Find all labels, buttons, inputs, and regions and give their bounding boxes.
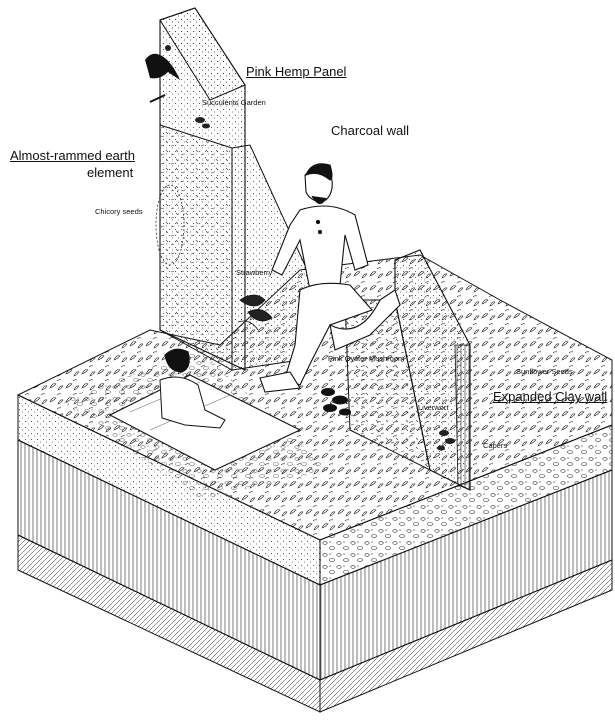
label-almost-rammed-earth-2: element	[87, 165, 133, 180]
label-sunflower-seeds: Sunflower Seeds	[516, 367, 573, 376]
label-succulents-garden: Succulents Garden	[202, 98, 266, 107]
label-charcoal-wall: Charcoal wall	[331, 123, 409, 138]
label-pink-hemp-panel: Pink Hemp Panel	[246, 64, 346, 79]
label-capers: Capers	[483, 441, 507, 450]
liverwort-strip	[455, 345, 470, 490]
label-pink-oyster-mushroom: Pink Oyster Mushroom	[328, 354, 404, 363]
label-strawberry: Strawberry	[236, 268, 272, 277]
label-expanded-clay-wall: Expanded Clay wall	[493, 389, 607, 404]
label-almost-rammed-earth-1: Almost-rammed earth	[10, 148, 135, 163]
label-liverwort: Liverwort	[418, 403, 448, 412]
almost-rammed-earth-element	[160, 125, 232, 370]
label-chicory-seeds: Chicory seeds	[95, 207, 143, 216]
